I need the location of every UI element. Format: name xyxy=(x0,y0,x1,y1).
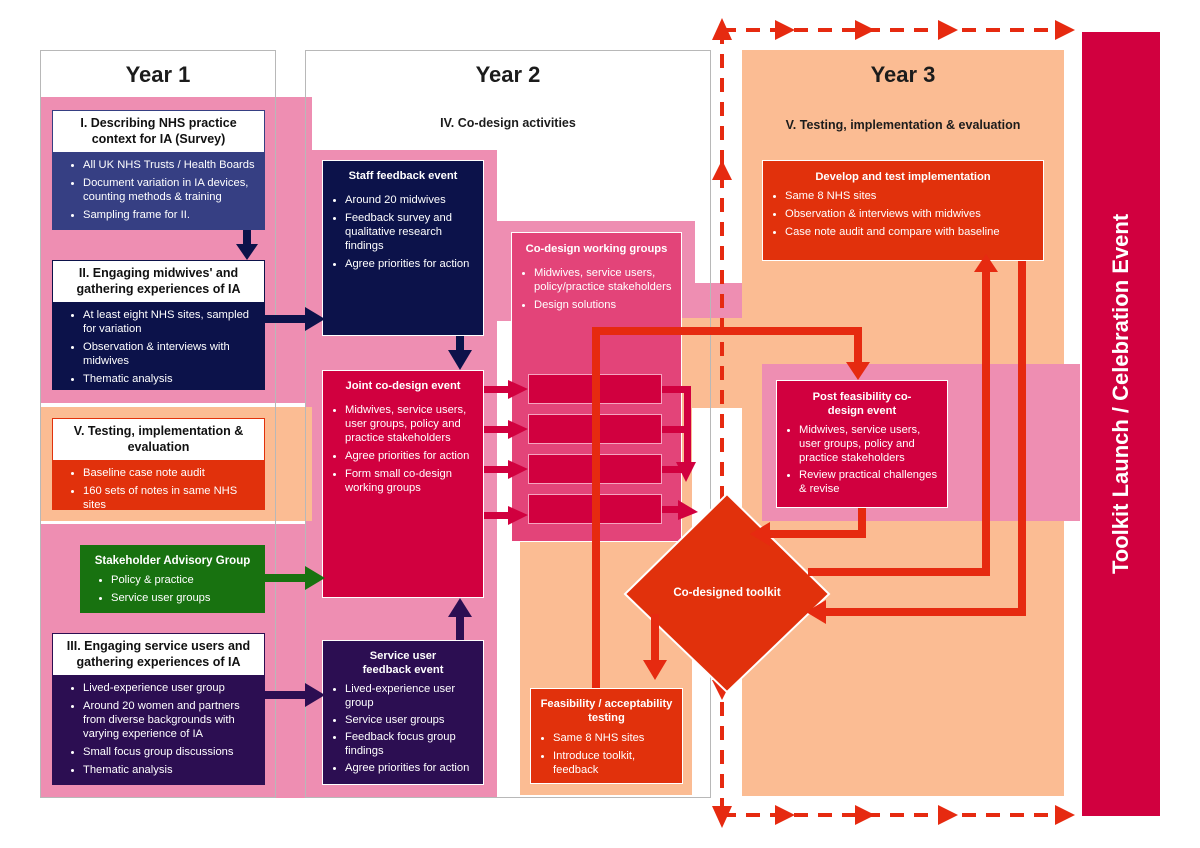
list-item: Introduce toolkit, feedback xyxy=(553,749,674,777)
list-item: Feedback focus group findings xyxy=(345,730,475,758)
list-item: 160 sets of notes in same NHS sites xyxy=(83,484,256,512)
testing-section-title: V. Testing, implementation & evaluation xyxy=(785,118,1021,132)
list-item: Service user groups xyxy=(111,591,256,605)
list-item: Lived-experience user group xyxy=(83,681,256,695)
list-item: Agree priorities for action xyxy=(345,257,475,271)
box-su-feedback-title: Service user feedback event xyxy=(362,650,444,676)
box-testing-y1: V. Testing, implementation & evaluation … xyxy=(52,418,265,511)
list-item: Agree priorities for action xyxy=(345,449,475,463)
list-item: Small focus group discussions xyxy=(83,745,256,759)
list-item: All UK NHS Trusts / Health Boards xyxy=(83,158,256,172)
box-advisory: Stakeholder Advisory Group Policy & prac… xyxy=(80,545,265,613)
list-item: Case note audit and compare with baselin… xyxy=(785,225,1035,239)
list-item: Around 20 women and partners from divers… xyxy=(83,699,256,741)
list-item: Thematic analysis xyxy=(83,372,256,386)
box-post-list: Midwives, service users, user groups, po… xyxy=(777,421,947,506)
year3-title: Year 3 xyxy=(870,62,936,87)
list-item: Midwives, service users, user groups, po… xyxy=(345,403,475,445)
box-survey-list: All UK NHS Trusts / Health Boards Docume… xyxy=(53,152,264,232)
list-item: Lived-experience user group xyxy=(345,682,475,710)
box-survey: I. Describing NHS practice context for I… xyxy=(52,110,265,230)
list-item: Thematic analysis xyxy=(83,763,256,777)
box-staff-feedback-list: Around 20 midwives Feedback survey and q… xyxy=(323,187,483,281)
box-staff-feedback-title: Staff feedback event xyxy=(348,170,458,182)
list-item: Around 20 midwives xyxy=(345,193,475,207)
list-item: Sampling frame for II. xyxy=(83,208,256,222)
box-develop: Develop and test implementation Same 8 N… xyxy=(762,160,1044,261)
box-service-users-title: III. Engaging service users and gatherin… xyxy=(53,634,264,676)
box-testing-y1-list: Baseline case note audit 160 sets of not… xyxy=(53,460,264,522)
box-feasibility-list: Same 8 NHS sites Introduce toolkit, feed… xyxy=(531,728,682,787)
box-survey-title: I. Describing NHS practice context for I… xyxy=(53,111,264,153)
year1-frame xyxy=(40,50,276,798)
box-staff-feedback: Staff feedback event Around 20 midwives … xyxy=(322,160,484,336)
box-su-feedback-list: Lived-experience user group Service user… xyxy=(323,680,483,784)
list-item: Feedback survey and qualitative research… xyxy=(345,211,475,253)
box-service-users-list: Lived-experience user group Around 20 wo… xyxy=(53,675,264,787)
box-joint: Joint co-design event Midwives, service … xyxy=(322,370,484,598)
list-item: Form small co-design working groups xyxy=(345,467,475,495)
box-feasibility-title: Feasibility / acceptability testing xyxy=(540,698,673,724)
list-item: Observation & interviews with midwives xyxy=(785,207,1035,221)
box-midwives-title: II. Engaging midwives' and gathering exp… xyxy=(53,261,264,303)
list-item: Observation & interviews with midwives xyxy=(83,340,256,368)
list-item: Same 8 NHS sites xyxy=(785,189,1035,203)
box-develop-title: Develop and test implementation xyxy=(815,171,991,183)
list-item: Policy & practice xyxy=(111,573,256,587)
box-working-groups-list: Midwives, service users, policy/practice… xyxy=(512,260,681,322)
list-item: Midwives, service users, policy/practice… xyxy=(534,266,673,294)
box-advisory-list: Policy & practice Service user groups xyxy=(81,570,264,615)
year2-title: Year 2 xyxy=(475,62,541,87)
toolkit-diamond xyxy=(623,492,831,694)
box-develop-list: Same 8 NHS sites Observation & interview… xyxy=(763,187,1043,249)
list-item: At least eight NHS sites, sampled for va… xyxy=(83,308,256,336)
box-feasibility: Feasibility / acceptability testing Same… xyxy=(530,688,683,784)
box-post: Post feasibility co-design event Midwive… xyxy=(776,380,948,508)
toolkit-label: Co-designed toolkit xyxy=(673,587,781,599)
year2-frame xyxy=(305,50,711,798)
box-joint-title: Joint co-design event xyxy=(345,380,461,392)
codesign-section-title: IV. Co-design activities xyxy=(440,116,576,130)
box-midwives-list: At least eight NHS sites, sampled for va… xyxy=(53,302,264,396)
box-post-title: Post feasibility co-design event xyxy=(812,391,912,417)
list-item: Same 8 NHS sites xyxy=(553,731,674,745)
list-item: Document variation in IA devices, counti… xyxy=(83,176,256,204)
box-service-users: III. Engaging service users and gatherin… xyxy=(52,633,265,785)
list-item: Design solutions xyxy=(534,298,673,312)
box-joint-list: Midwives, service users, user groups, po… xyxy=(323,397,483,505)
box-advisory-title: Stakeholder Advisory Group xyxy=(81,546,264,571)
list-item: Review practical challenges & revise xyxy=(799,468,939,496)
year1-title-bg xyxy=(41,51,275,97)
list-item: Agree priorities for action xyxy=(345,761,475,775)
year1-title: Year 1 xyxy=(125,62,191,87)
box-testing-y1-title: V. Testing, implementation & evaluation xyxy=(53,419,264,461)
box-su-feedback: Service user feedback event Lived-experi… xyxy=(322,640,484,785)
list-item: Baseline case note audit xyxy=(83,466,256,480)
box-midwives: II. Engaging midwives' and gathering exp… xyxy=(52,260,265,390)
list-item: Midwives, service users, user groups, po… xyxy=(799,423,939,465)
box-working-groups-title: Co-design working groups xyxy=(525,243,668,255)
list-item: Service user groups xyxy=(345,713,475,727)
toolkit-launch-bar xyxy=(1082,32,1160,816)
